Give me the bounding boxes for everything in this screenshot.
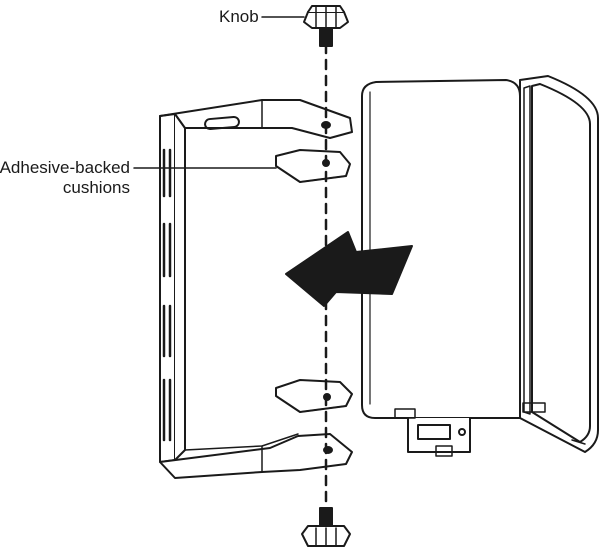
cushions-callout-label: Adhesive-backed cushions xyxy=(0,158,130,198)
cushions-callout-line-2: cushions xyxy=(62,178,130,197)
knob-top xyxy=(303,5,349,47)
cushion-top xyxy=(275,149,351,183)
knob-callout-label: Knob xyxy=(219,7,259,26)
insert-direction-arrow xyxy=(285,231,413,307)
speaker-cabinet xyxy=(361,75,599,457)
cushion-bottom xyxy=(275,379,353,413)
mounting-bracket xyxy=(159,99,353,479)
knob-bottom xyxy=(301,507,351,547)
cushions-callout-line-1: Adhesive-backed xyxy=(0,158,130,177)
